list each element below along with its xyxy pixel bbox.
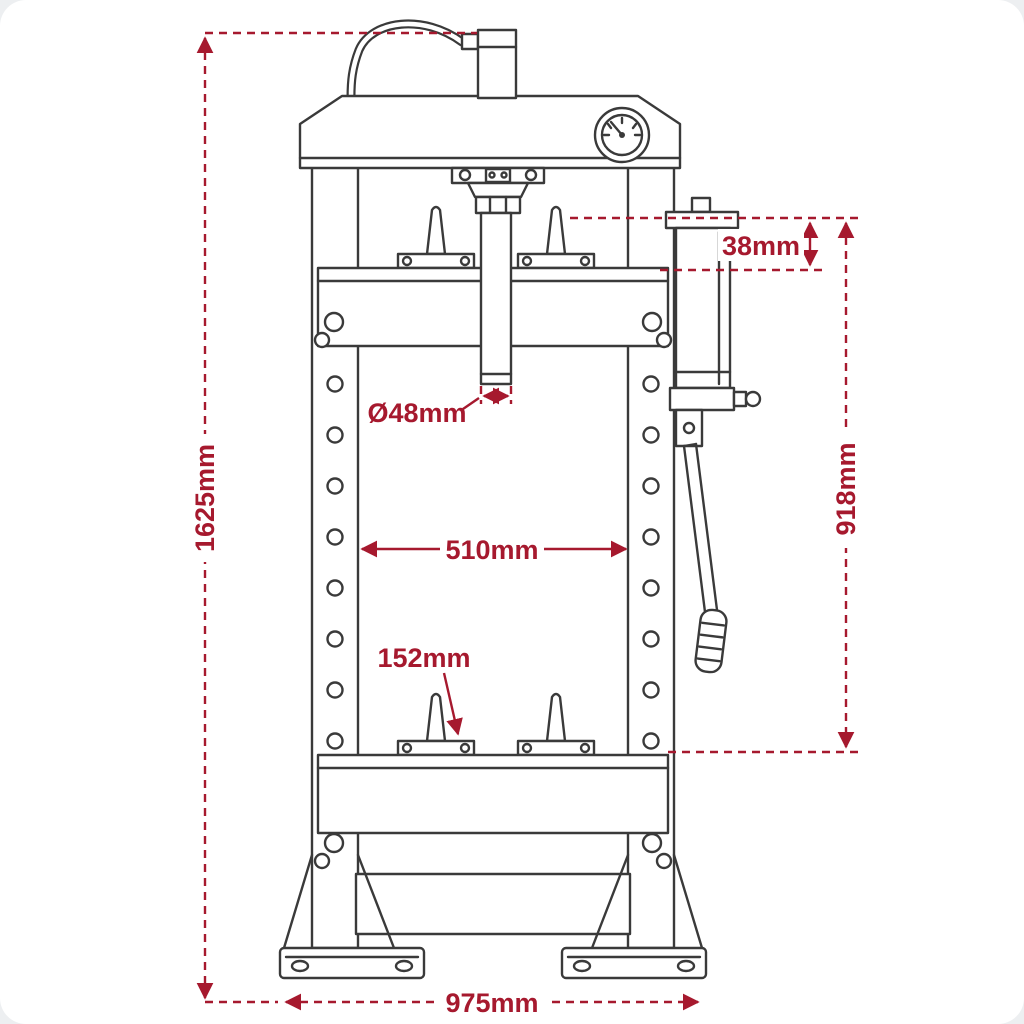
release-valve — [732, 390, 748, 408]
dimension-annotations: 1625mm 38mm 918mm Ø48mm 510mm — [182, 31, 870, 1019]
handle-grip — [694, 608, 728, 674]
pump-handle — [682, 442, 728, 674]
ram-assembly — [450, 166, 546, 386]
lower-bed — [313, 692, 673, 870]
dim-label-overall-height: 1625mm — [190, 444, 220, 552]
left-foot — [278, 853, 426, 980]
dim-label-pump-height: 918mm — [831, 442, 861, 535]
dim-head-offset: 38mm — [570, 216, 858, 272]
dim-base-width: 975mm — [284, 985, 700, 1019]
hydraulic-hose — [346, 19, 480, 102]
dim-ram-diameter: Ø48mm — [367, 386, 513, 428]
dim-label-base-width: 975mm — [445, 988, 538, 1018]
lower-tie-beam — [354, 872, 632, 936]
ram — [479, 211, 513, 386]
lower-bed-plate — [316, 753, 670, 835]
dim-pin-height: 152mm — [377, 643, 471, 736]
arbor-pin — [425, 205, 447, 256]
gauge-ticks — [602, 116, 642, 137]
dim-label-ram-diameter: Ø48mm — [367, 398, 466, 428]
hydraulic-cylinder — [476, 28, 518, 100]
arbor-pin — [425, 692, 447, 743]
dim-internal-width: 510mm — [360, 533, 628, 565]
dim-overall-height: 1625mm — [182, 31, 477, 1004]
pressure-gauge — [593, 106, 651, 164]
adjustment-holes — [326, 375, 660, 750]
dim-label-pin-height: 152mm — [377, 643, 470, 673]
reservoir-cap — [664, 210, 740, 230]
bed-retaining-pin-right — [641, 311, 673, 349]
press-drawing — [278, 19, 762, 980]
base-feet — [278, 853, 708, 980]
bed-retaining-pin-left — [313, 311, 345, 349]
arbor-pin — [545, 692, 567, 743]
reservoir-filler-cap — [690, 196, 712, 214]
right-foot — [560, 853, 708, 980]
ram-collar — [474, 195, 522, 215]
dim-label-internal-width: 510mm — [445, 535, 538, 565]
pump-body — [668, 386, 736, 412]
arbor-pin — [545, 205, 567, 256]
hose-fitting — [460, 32, 480, 51]
dim-pump-height: 918mm — [668, 221, 870, 754]
bed-retaining-pin-right — [641, 832, 673, 870]
bed-retaining-pin-left — [313, 832, 345, 870]
dim-label-head-offset: 38mm — [722, 231, 800, 261]
